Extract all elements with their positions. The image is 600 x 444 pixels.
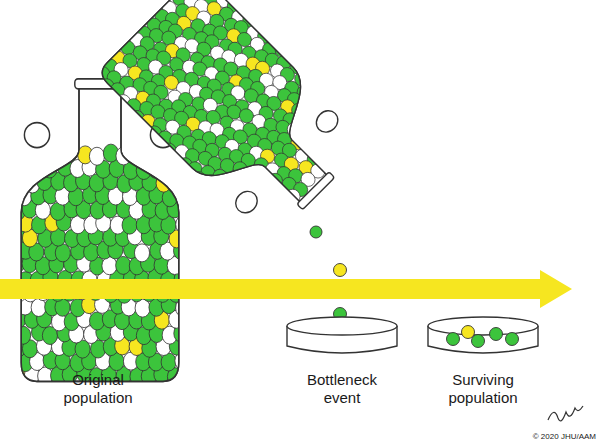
population-ball — [342, 128, 362, 148]
population-ball — [176, 187, 191, 205]
population-ball — [25, 145, 40, 163]
population-ball — [253, 199, 273, 219]
population-ball — [17, 160, 32, 178]
population-ball — [134, 244, 149, 262]
population-ball — [348, 119, 368, 139]
population-ball — [116, 256, 131, 274]
population-ball — [38, 144, 53, 162]
copyright-note: © 2020 JHU/AAM — [533, 432, 596, 442]
population-ball — [189, 169, 209, 189]
population-ball — [302, 74, 322, 94]
population-ball — [210, 166, 230, 186]
population-ball — [316, 120, 336, 140]
stage-label: Bottleneck event — [292, 371, 392, 407]
population-ball — [216, 190, 236, 210]
falling-ball — [310, 226, 322, 238]
population-ball — [313, 141, 333, 161]
original-jug — [9, 79, 191, 386]
population-ball — [263, 203, 283, 223]
population-ball — [219, 201, 239, 221]
population-ball — [297, 125, 317, 145]
population-ball — [248, 221, 268, 241]
population-ball — [10, 145, 25, 163]
population-ball — [226, 181, 246, 201]
population-ball — [304, 117, 324, 137]
stage-label: Surviving population — [428, 371, 538, 407]
population-ball — [301, 105, 321, 125]
falling-ball — [334, 264, 347, 277]
population-ball — [161, 158, 176, 176]
population-ball — [324, 112, 344, 132]
population-ball — [176, 215, 191, 233]
population-ball — [292, 113, 312, 133]
population-ball — [205, 187, 225, 207]
population-ball — [324, 144, 344, 164]
stage-label: Original population — [48, 371, 148, 407]
population-ball — [256, 212, 276, 232]
population-ball — [245, 174, 265, 194]
population-ball — [156, 148, 171, 166]
population-ball — [270, 184, 290, 204]
population-ball — [332, 103, 352, 123]
population-ball — [309, 96, 329, 116]
population-ball — [306, 84, 326, 104]
population-ball — [298, 94, 318, 114]
population-ball — [274, 196, 294, 216]
population-ball — [236, 217, 256, 237]
population-ball — [321, 134, 341, 154]
signature — [548, 406, 583, 421]
population-ball — [229, 193, 249, 213]
population-ball — [265, 170, 285, 190]
population-ball — [51, 147, 66, 165]
population-ball — [232, 203, 252, 223]
population-ball — [128, 146, 143, 164]
population-ball — [314, 110, 334, 130]
population-ball — [29, 160, 44, 178]
population-ball — [9, 172, 24, 190]
population-ball — [89, 147, 104, 165]
population-ball — [339, 116, 359, 136]
bottleneck-dish — [287, 317, 397, 353]
population-ball — [332, 135, 352, 155]
population-ball — [62, 145, 77, 163]
population-ball — [234, 173, 254, 193]
population-ball — [215, 176, 235, 196]
population-ball — [307, 129, 327, 149]
population-ball — [319, 89, 339, 109]
population-ball — [241, 196, 261, 216]
pouring-jug — [87, 0, 377, 252]
time-arrow — [0, 270, 572, 308]
population-ball — [329, 125, 349, 145]
population-ball — [246, 208, 266, 228]
population-ball — [16, 326, 31, 344]
population-ball — [238, 183, 258, 203]
surviving-dish — [428, 317, 538, 353]
population-ball — [262, 190, 282, 210]
population-ball — [258, 177, 278, 197]
population-ball — [250, 189, 270, 209]
population-ball — [322, 99, 342, 119]
population-ball — [142, 147, 157, 165]
population-ball — [255, 168, 275, 188]
